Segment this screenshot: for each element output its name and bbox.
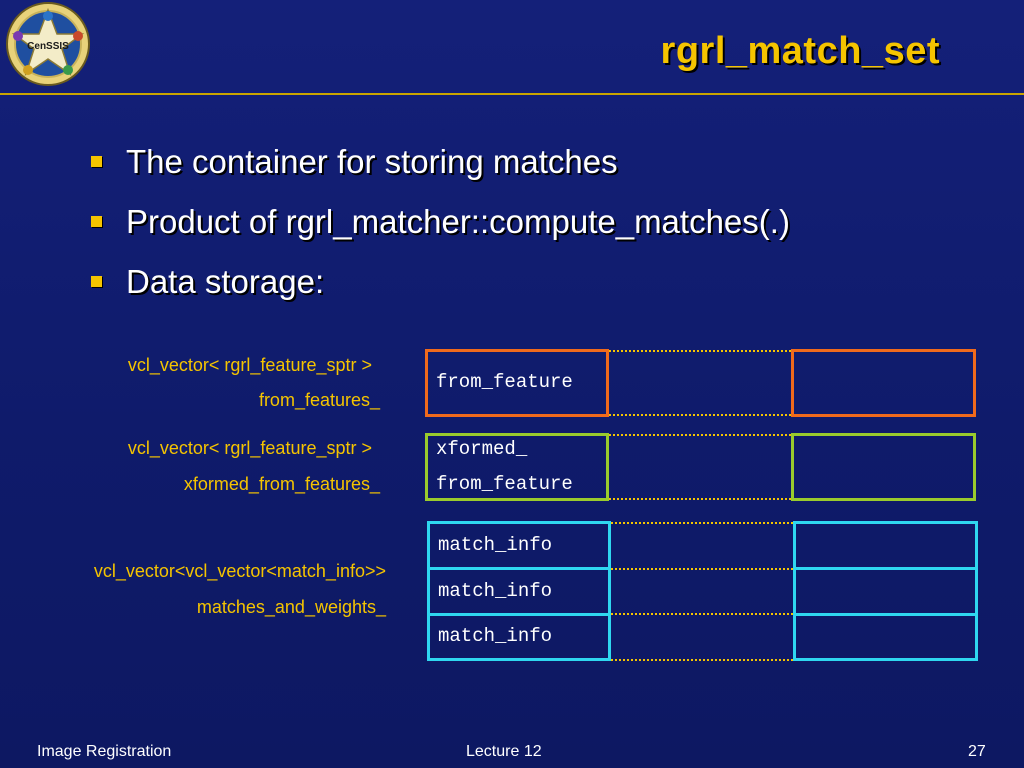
footer-lecture: Lecture 12 xyxy=(466,743,542,760)
censsis-logo: CenSSIS xyxy=(6,2,90,86)
type-label: vcl_vector< rgrl_feature_sptr > xyxy=(127,355,372,375)
cell-text: from_feature xyxy=(436,473,573,495)
ellipsis-line xyxy=(609,498,791,500)
logo-text: CenSSIS xyxy=(27,41,69,52)
member-label: xformed_from_features_ xyxy=(183,474,380,494)
cell-text: xformed_ xyxy=(436,438,528,460)
cell-text: match_info xyxy=(438,534,553,556)
cell-text: from_feature xyxy=(436,371,573,393)
bullet-list: The container for storing matches Produc… xyxy=(88,140,790,320)
member-label: from_features_ xyxy=(258,390,380,410)
vector-cell-first xyxy=(425,349,609,417)
cell-text: match_info xyxy=(438,580,553,602)
ellipsis-line xyxy=(609,434,791,436)
page-number: 27 xyxy=(968,743,986,760)
slide-title: rgrl_match_set xyxy=(660,30,940,72)
bullet-item: Data storage: xyxy=(88,260,790,320)
type-label: vcl_vector< rgrl_feature_sptr > xyxy=(127,438,372,458)
ellipsis-line xyxy=(609,414,791,416)
bullet-item: The container for storing matches xyxy=(88,140,790,200)
vector-cell-last xyxy=(791,349,976,417)
square-bullet-icon xyxy=(91,216,102,227)
ellipsis-line xyxy=(611,568,793,570)
cell-text: match_info xyxy=(438,625,553,647)
bullet-item: Product of rgrl_matcher::compute_matches… xyxy=(88,200,790,260)
vector-cell-last xyxy=(793,567,978,616)
footer-course: Image Registration xyxy=(37,743,172,760)
vector-cell-first xyxy=(427,613,611,661)
member-label: matches_and_weights_ xyxy=(196,597,386,617)
title-divider xyxy=(0,93,1024,95)
ellipsis-line xyxy=(611,613,793,615)
ellipsis-line xyxy=(609,350,791,352)
vector-cell-last xyxy=(793,613,978,661)
type-label: vcl_vector<vcl_vector<match_info>> xyxy=(93,561,386,581)
ellipsis-line xyxy=(611,659,793,661)
vector-cell-last xyxy=(793,521,978,570)
ellipsis-line xyxy=(611,522,793,524)
vector-cell-first xyxy=(425,433,609,501)
square-bullet-icon xyxy=(91,276,102,287)
vector-cell-last xyxy=(791,433,976,501)
square-bullet-icon xyxy=(91,156,102,167)
